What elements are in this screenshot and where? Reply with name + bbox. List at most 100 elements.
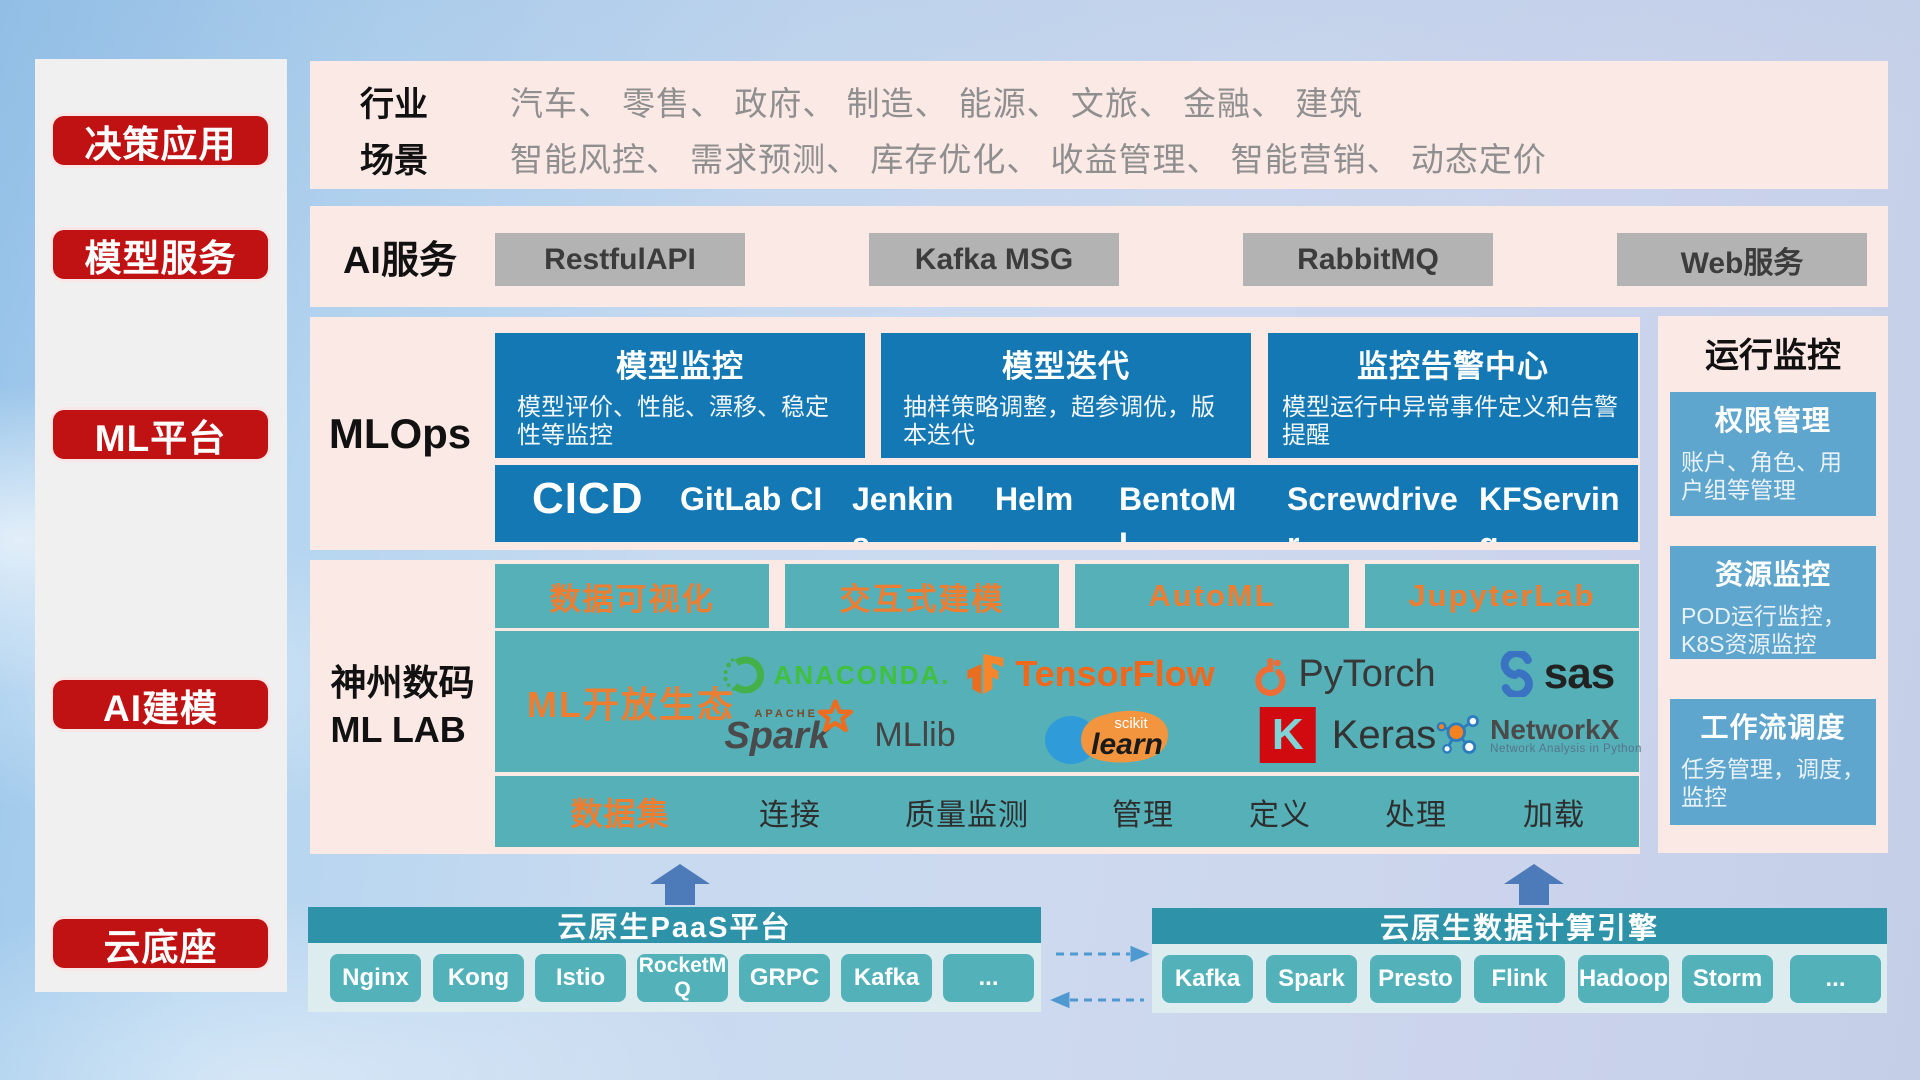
card-workflow-scheduling: 工作流调度 任务管理，调度， 监控 xyxy=(1670,699,1876,825)
spark-logo: APACHE Spark xyxy=(724,699,854,765)
keras-letter: K xyxy=(1271,710,1304,759)
chip-spark[interactable]: Spark xyxy=(1266,955,1357,1003)
spark-star-icon xyxy=(817,699,854,733)
service-box-kafka-msg[interactable]: Kafka MSG xyxy=(869,233,1119,286)
sidebar-item-cloud-base[interactable]: 云底座 xyxy=(50,916,271,971)
networkx-icon xyxy=(1436,715,1479,754)
chip-presto[interactable]: Presto xyxy=(1370,955,1461,1003)
paas-header: 云原生PaaS平台 xyxy=(308,907,1041,944)
scene-line: 场景 智能风控、 需求预测、 库存优化、 收益管理、 智能营销、 动态定价 xyxy=(310,137,1888,180)
sidebar-item-ai-modeling[interactable]: AI建模 xyxy=(50,677,271,732)
tensorflow-text: TensorFlow xyxy=(1015,653,1215,694)
spark-mllib-logo: APACHE Spark MLlib xyxy=(724,699,956,765)
sas-text: sas xyxy=(1543,649,1615,698)
sklearn-text: learn xyxy=(1091,728,1163,761)
card-desc: 模型评价、性能、漂移、稳定 性等监控 xyxy=(517,394,829,449)
panel-decision-apps: 行业 汽车、 零售、 政府、 制造、 能源、 文旅、 金融、 建筑 场景 智能风… xyxy=(310,61,1888,189)
panel-model-service: AI服务 RestfulAPI Kafka MSG RabbitMQ Web服务 xyxy=(310,206,1888,307)
cicd-bar: CICD GitLab CI Jenkins Helm BentoML Scre… xyxy=(495,465,1638,542)
arrow-stem xyxy=(665,884,695,905)
spark-text: Spark xyxy=(724,715,830,757)
card-permission-management: 权限管理 账户、角色、用 户组等管理 xyxy=(1670,392,1876,516)
chip-nginx[interactable]: Nginx xyxy=(330,954,421,1002)
ai-service-label: AI服务 xyxy=(342,240,457,282)
chip-grpc[interactable]: GRPC xyxy=(739,954,830,1002)
card-desc: 模型运行中异常事件定义和告警 提醒 xyxy=(1282,394,1618,449)
tool-box-automl[interactable]: AutoML xyxy=(1075,564,1349,628)
ml-lab-label: 神州数码 ML LAB xyxy=(330,662,475,750)
engine-header: 云原生数据计算引擎 xyxy=(1152,908,1887,945)
card-desc: 抽样策略调整，超参调优，版 本迭代 xyxy=(903,394,1215,449)
card-title: 模型迭代 xyxy=(1002,349,1130,384)
dataset-item-process: 处理 xyxy=(1385,798,1447,832)
chip-more2[interactable]: ... xyxy=(1790,955,1881,1003)
chip-rocketmq[interactable]: RocketMQ xyxy=(637,954,728,1002)
card-title: 权限管理 xyxy=(1714,405,1831,436)
cicd-item-bentoml: BentoML xyxy=(1119,481,1237,542)
arrow-stem xyxy=(1519,884,1549,905)
service-box-restfulapi[interactable]: RestfulAPI xyxy=(495,233,745,286)
pytorch-icon xyxy=(1255,658,1286,696)
sklearn-icon: scikit learn xyxy=(1045,710,1169,764)
chip-istio[interactable]: Istio xyxy=(535,954,626,1002)
tool-box-data-visualization[interactable]: 数据可视化 xyxy=(495,564,769,628)
cicd-item-kfserving: KFServing xyxy=(1479,481,1620,542)
chip-more[interactable]: ... xyxy=(943,954,1034,1002)
scene-label: 场景 xyxy=(360,141,428,180)
card-title: 监控告警中心 xyxy=(1357,349,1549,384)
panel-mlops: MLOps 模型监控 模型评价、性能、漂移、稳定 性等监控 模型迭代 抽样策略调… xyxy=(310,317,1640,550)
cicd-title: CICD xyxy=(532,474,644,523)
panel-runtime-monitoring: 运行监控 权限管理 账户、角色、用 户组等管理 资源监控 POD运行监控， K8… xyxy=(1658,316,1888,853)
industry-label: 行业 xyxy=(360,85,428,124)
sklearn-top-text: scikit xyxy=(1114,715,1148,732)
cicd-item-jenkins: Jenkins xyxy=(852,481,954,542)
card-desc: POD运行监控， K8S资源监控 xyxy=(1681,603,1846,657)
sidebar-item-model-service[interactable]: 模型服务 xyxy=(50,227,271,282)
spark-apache-text: APACHE xyxy=(754,708,819,720)
layer-sidebar: 决策应用 模型服务 ML平台 AI建模 云底座 xyxy=(35,59,287,992)
tool-box-jupyterlab[interactable]: JupyterLab xyxy=(1365,564,1639,628)
card-desc: 任务管理，调度， 监控 xyxy=(1681,756,1865,810)
dataset-item-define: 定义 xyxy=(1249,798,1311,832)
anaconda-logo: ANACONDA. xyxy=(722,653,951,697)
engine-title: 云原生数据计算引擎 xyxy=(1379,913,1659,945)
networkx-text-block: NetworkX Network Analysis in Python xyxy=(1490,715,1642,755)
industry-list: 汽车、 零售、 政府、 制造、 能源、 文旅、 金融、 建筑 xyxy=(510,85,1364,122)
sidebar-item-ml-platform[interactable]: ML平台 xyxy=(50,407,271,462)
dataset-item-connect: 连接 xyxy=(759,798,821,832)
service-box-web[interactable]: Web服务 xyxy=(1617,233,1867,286)
pytorch-logo: PyTorch xyxy=(1250,651,1436,697)
ml-ecosystem-label: ML开放生态 xyxy=(527,683,735,725)
anaconda-icon xyxy=(723,655,766,695)
up-arrow-icon-left xyxy=(650,864,710,905)
chip-flink[interactable]: Flink xyxy=(1474,955,1565,1003)
ml-ecosystem-box: ML开放生态 ANACONDA. TensorFlow xyxy=(495,631,1642,772)
chip-kong[interactable]: Kong xyxy=(433,954,524,1002)
pytorch-text: PyTorch xyxy=(1298,652,1436,695)
service-box-rabbitmq[interactable]: RabbitMQ xyxy=(1243,233,1493,286)
engine-panel: Kafka Spark Presto Flink Hadoop Storm ..… xyxy=(1152,944,1887,1013)
card-resource-monitoring: 资源监控 POD运行监控， K8S资源监控 xyxy=(1670,546,1876,659)
tensorflow-logo: TensorFlow xyxy=(965,652,1215,696)
mllib-text: MLlib xyxy=(874,715,956,754)
card-alert-center: 监控告警中心 模型运行中异常事件定义和告警 提醒 xyxy=(1268,333,1638,458)
arrow-head xyxy=(650,864,710,884)
mlops-label: MLOps xyxy=(328,409,472,457)
card-title: 工作流调度 xyxy=(1700,712,1846,743)
chip-kafka2[interactable]: Kafka xyxy=(1162,955,1253,1003)
tool-box-interactive-modeling[interactable]: 交互式建模 xyxy=(785,564,1059,628)
card-title: 资源监控 xyxy=(1714,559,1831,590)
chip-storm[interactable]: Storm xyxy=(1682,955,1773,1003)
sas-icon xyxy=(1500,651,1533,697)
chip-kafka[interactable]: Kafka xyxy=(841,954,932,1002)
monitor-title: 运行监控 xyxy=(1705,337,1841,375)
panel-ml-lab: 神州数码 ML LAB 数据可视化 交互式建模 AutoML JupyterLa… xyxy=(310,560,1642,854)
networkx-subtitle: Network Analysis in Python xyxy=(1490,742,1642,755)
chip-hadoop[interactable]: Hadoop xyxy=(1578,955,1669,1003)
sidebar-item-decision-apps[interactable]: 决策应用 xyxy=(50,113,271,168)
keras-icon: K xyxy=(1259,707,1316,763)
sklearn-logo: scikit learn xyxy=(1035,702,1171,768)
industry-line: 行业 汽车、 零售、 政府、 制造、 能源、 文旅、 金融、 建筑 xyxy=(310,81,1888,124)
dataset-bar: 数据集 连接 质量监测 管理 定义 处理 加载 xyxy=(495,776,1639,847)
cicd-item-gitlab-ci: GitLab CI xyxy=(680,481,823,517)
